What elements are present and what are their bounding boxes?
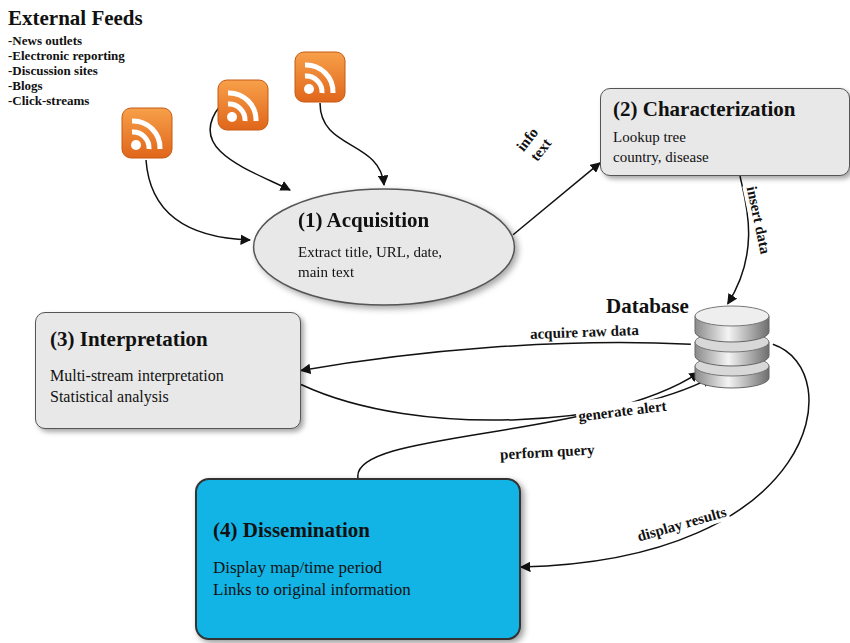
rss-icon — [122, 108, 172, 158]
feed-item: -Discussion sites — [8, 63, 98, 78]
node-heading: (2) Characterization — [613, 97, 841, 122]
rss-icon — [295, 52, 345, 102]
connector — [513, 163, 600, 235]
process-box: (4) DisseminationDisplay map/time period… — [195, 478, 521, 640]
connector — [301, 343, 691, 371]
process-ellipse: (1) AcquisitionExtract title, URL, date,… — [252, 188, 516, 306]
feed-line — [146, 160, 250, 240]
connector — [358, 372, 699, 478]
feed-item: -Blogs — [8, 78, 43, 93]
node-body: Lookup tree country, disease — [613, 128, 753, 167]
node-heading: (4) Dissemination — [213, 518, 507, 543]
feed-line — [320, 103, 384, 185]
feed-heading: External Feeds — [8, 6, 143, 30]
feed-item: -News outlets — [8, 33, 82, 48]
node-body: Multi-stream interpretation Statistical … — [50, 366, 260, 408]
database-heading: Database — [606, 294, 689, 319]
database-icon — [691, 302, 773, 390]
process-box: (2) CharacterizationLookup tree country,… — [600, 88, 850, 176]
node-heading: (3) Interpretation — [50, 327, 290, 352]
rss-icon — [218, 80, 268, 130]
edge-label: info text — [507, 117, 560, 172]
process-box: (3) InterpretationMulti-stream interpret… — [35, 312, 301, 429]
node-body: Extract title, URL, date, main text — [298, 243, 458, 282]
edge-label: generate alert — [575, 397, 669, 425]
edge-label: acquire raw data — [528, 322, 641, 342]
feed-item: -Electronic reporting — [8, 48, 125, 63]
node-heading: (1) Acquisition — [298, 208, 496, 233]
feed-item: -Click-streams — [8, 93, 89, 108]
node-body: Display map/time period Links to origina… — [213, 557, 428, 601]
database-node: Database — [606, 294, 796, 389]
edge-label: perform query — [498, 441, 597, 463]
